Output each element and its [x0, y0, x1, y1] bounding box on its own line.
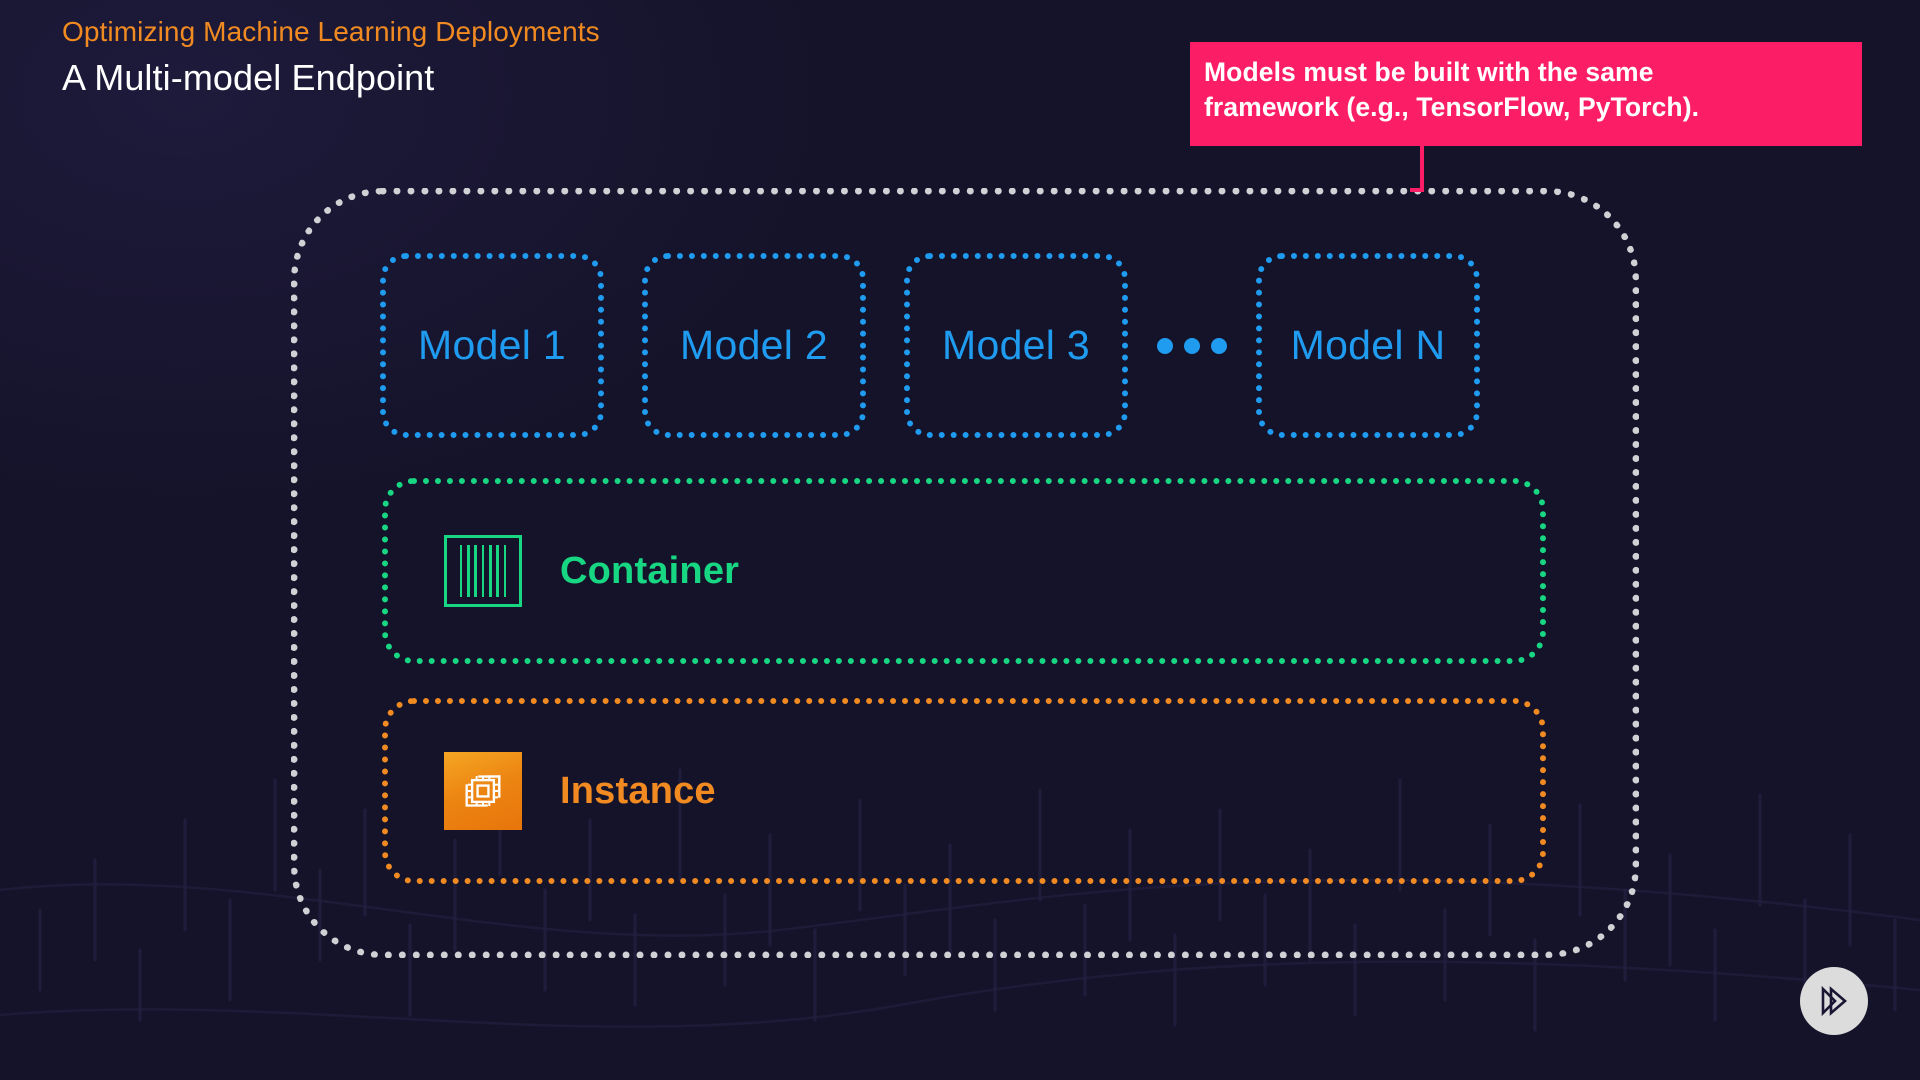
eyebrow-text: Optimizing Machine Learning Deployments: [62, 16, 600, 47]
model-label: Model N: [1290, 322, 1446, 368]
callout-box: Models must be built with the same frame…: [1190, 42, 1862, 146]
ellipsis-dot: [1184, 337, 1200, 354]
model-box-1[interactable]: Model 1: [380, 253, 604, 438]
ellipsis-dot: [1211, 337, 1227, 354]
models-row: Model 1 Model 2 Model 3 Model N: [380, 253, 1560, 438]
container-label: Container: [560, 549, 740, 592]
ellipsis-dot: [1157, 337, 1173, 354]
slide-header: Optimizing Machine Learning Deployments …: [62, 14, 600, 102]
callout-line-2: framework (e.g., TensorFlow, PyTorch).: [1204, 92, 1700, 123]
callout-line-1: Models must be built with the same: [1204, 57, 1654, 87]
instance-label: Instance: [560, 769, 716, 812]
container-band[interactable]: Container: [382, 478, 1546, 664]
model-box-n[interactable]: Model N: [1256, 253, 1480, 438]
model-box-2[interactable]: Model 2: [642, 253, 866, 438]
ellipsis-icon: [1128, 337, 1256, 354]
instance-band[interactable]: Instance: [382, 698, 1546, 884]
page-title: A Multi-model Endpoint: [62, 57, 435, 98]
model-box-3[interactable]: Model 3: [904, 253, 1128, 438]
double-play-logo-icon[interactable]: [1800, 967, 1868, 1035]
model-label: Model 2: [680, 322, 828, 368]
model-label: Model 1: [418, 322, 566, 368]
aws-ec2-instance-icon: [444, 752, 522, 830]
multi-model-endpoint-boundary: [291, 188, 1639, 958]
shipping-container-icon: [444, 535, 522, 607]
model-label: Model 3: [942, 322, 1090, 368]
